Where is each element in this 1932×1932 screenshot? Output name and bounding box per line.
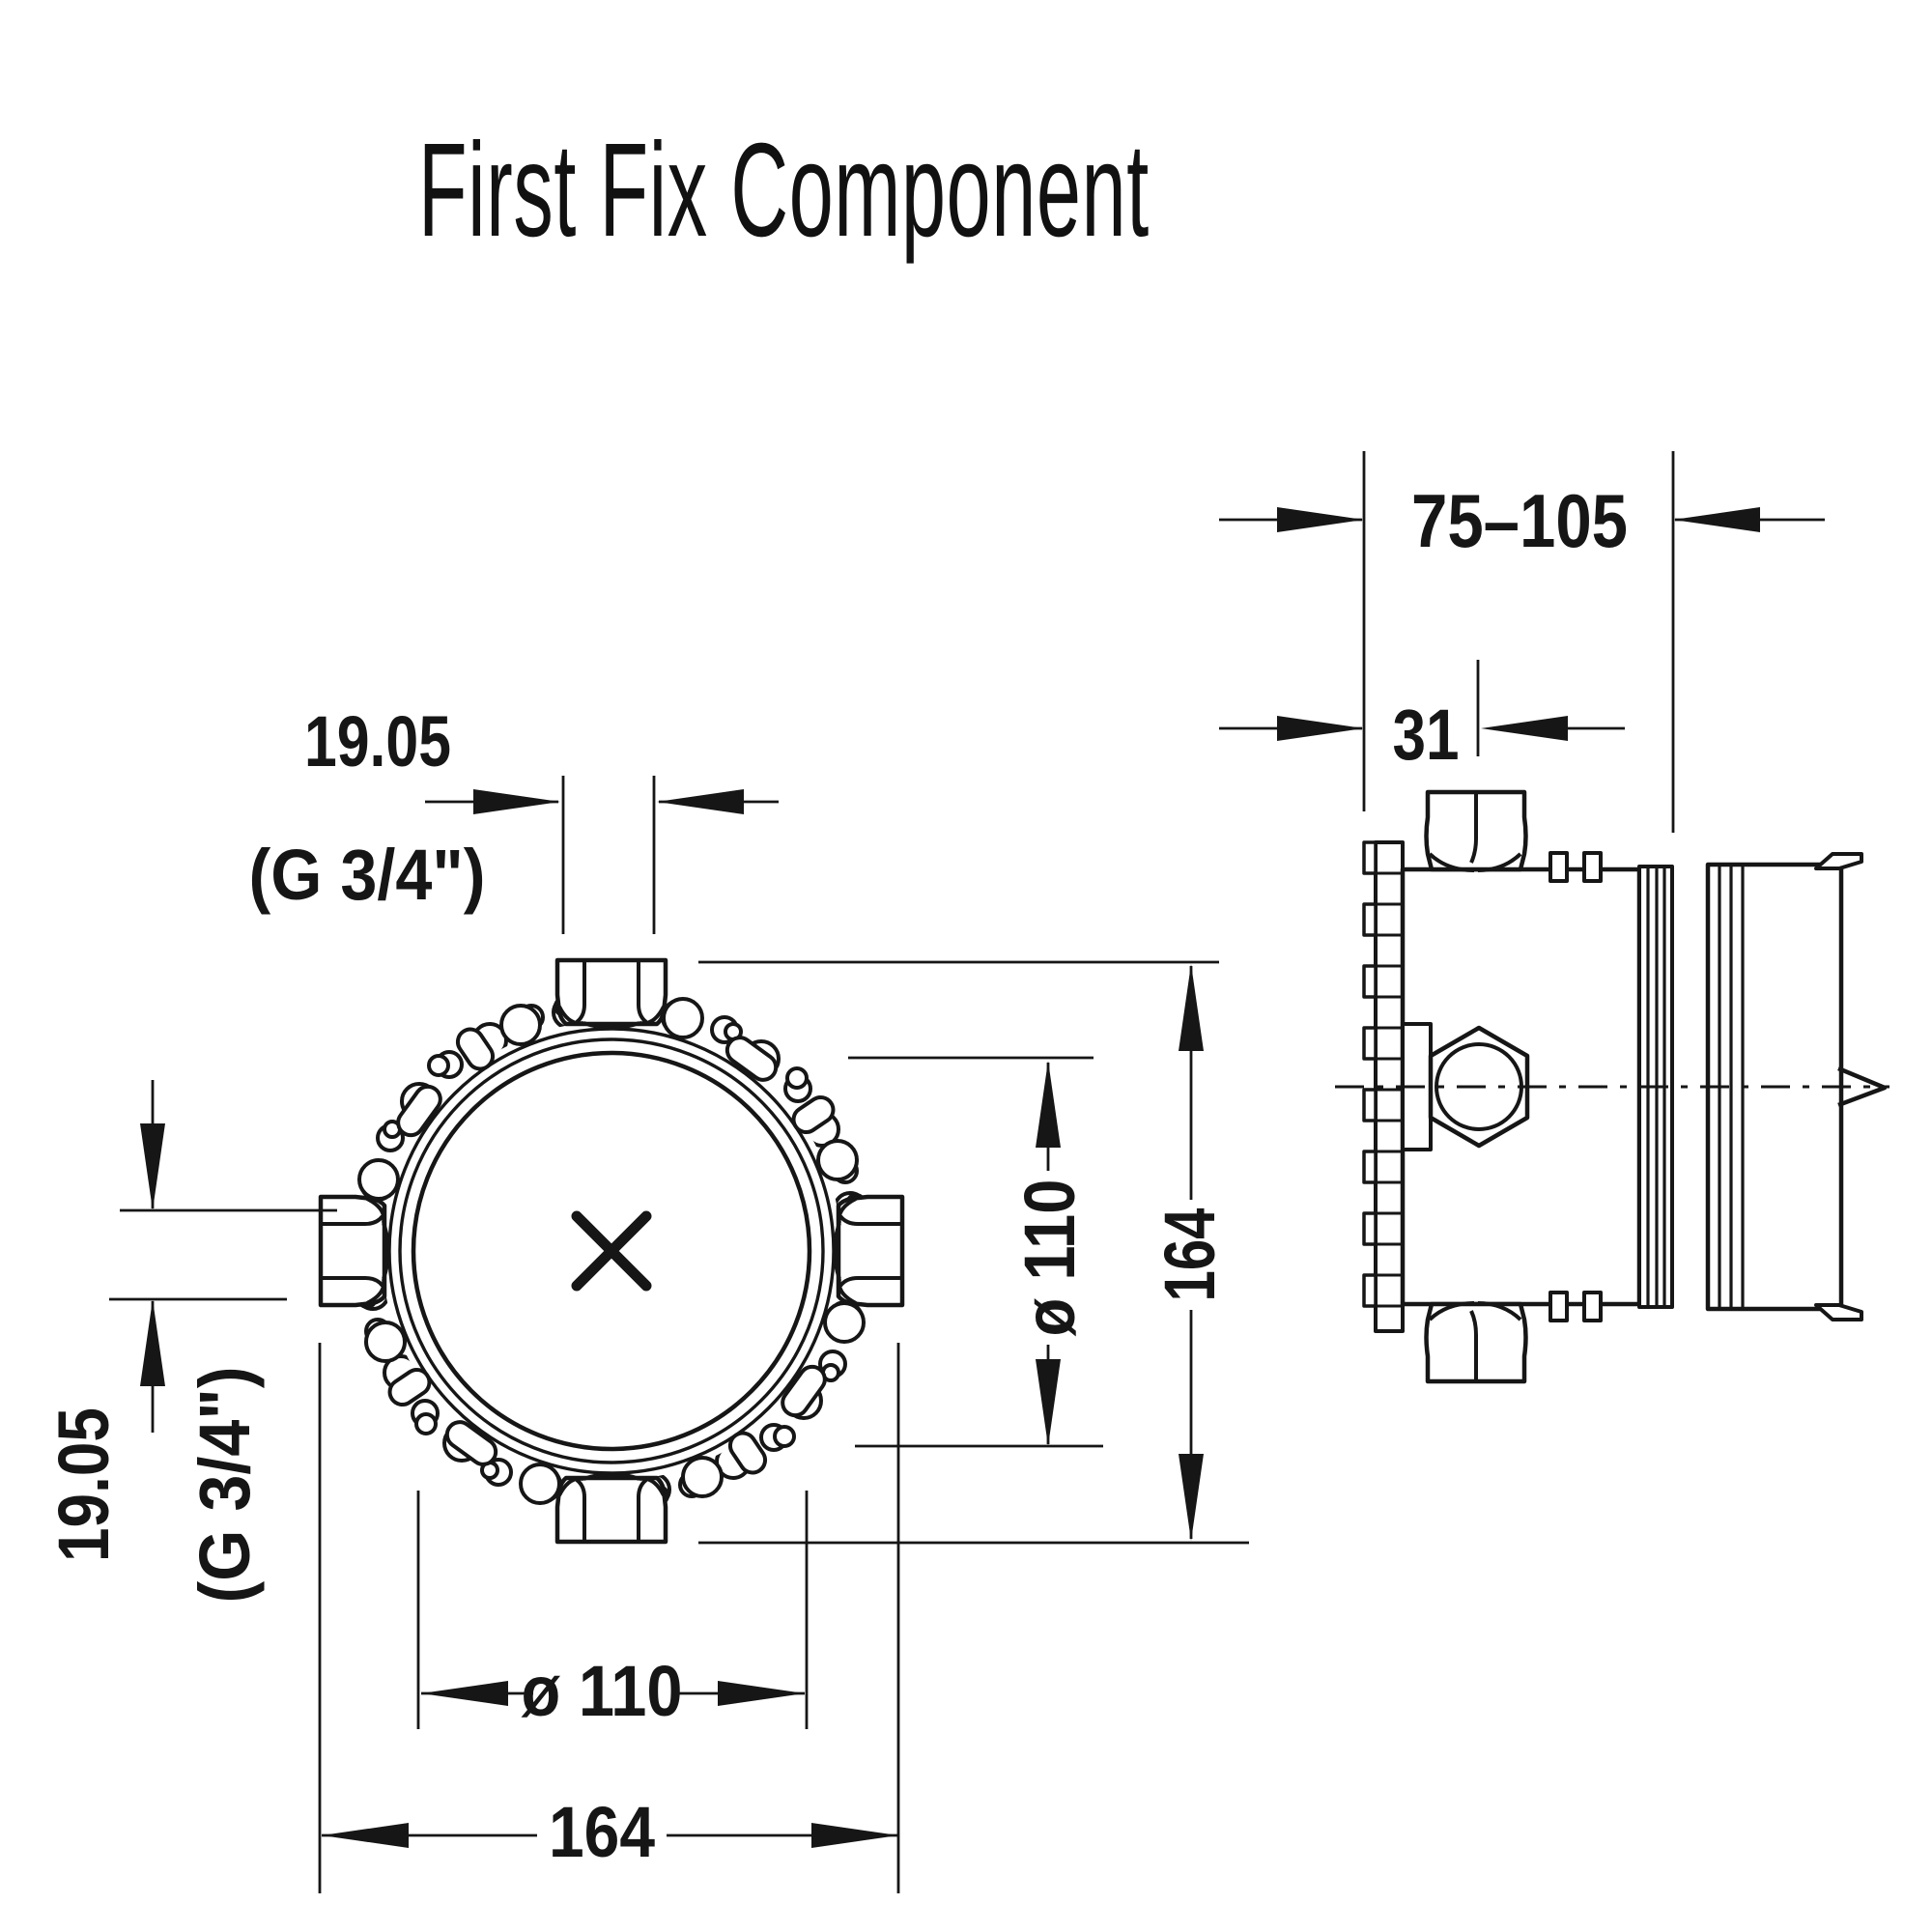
dim-overall-width-bottom: 164 xyxy=(549,1792,655,1872)
dim-installation-depth-range: 75–105 xyxy=(1411,478,1628,563)
dim-top-port-thread-label: (G 3/4") xyxy=(249,835,486,915)
page-title: First Fix Component xyxy=(418,116,1150,265)
dim-overall-height-right: 164 xyxy=(1150,1208,1230,1302)
side-fitting-top xyxy=(1427,792,1526,870)
extension-lines xyxy=(109,451,1675,1893)
port-nut-top xyxy=(557,960,666,1028)
front-view xyxy=(321,960,902,1542)
dim-left-port-thread-label: (G 3/4") xyxy=(185,1367,265,1604)
port-nut-left xyxy=(321,1197,388,1305)
dim-left-port-value: 19.05 xyxy=(43,1407,124,1562)
retaining-clips xyxy=(1548,851,1603,1322)
dim-flange-to-center-offset: 31 xyxy=(1393,695,1460,775)
port-nut-bottom xyxy=(557,1474,666,1542)
center-cross-mark xyxy=(571,1210,652,1292)
dim-body-diameter-right: ø 110 xyxy=(1009,1179,1090,1337)
side-view xyxy=(1335,792,1889,1381)
protective-cover xyxy=(1705,852,1888,1321)
dim-top-port-value: 19.05 xyxy=(304,701,451,781)
dim-body-diameter-bottom: ø 110 xyxy=(522,1651,683,1731)
port-nut-right xyxy=(835,1197,902,1305)
side-fitting-bottom xyxy=(1427,1303,1526,1381)
